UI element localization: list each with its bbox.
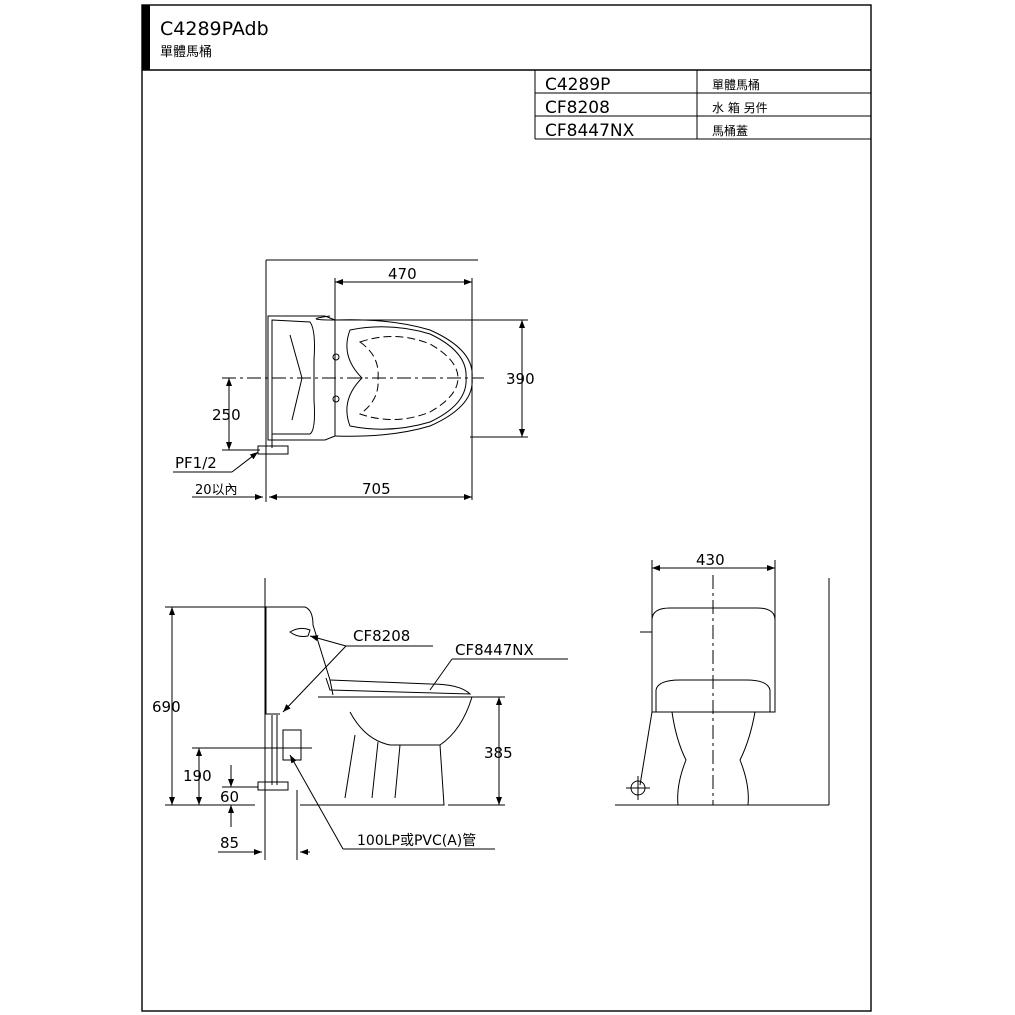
dim-width: 390 <box>506 370 535 388</box>
part-code: CF8208 <box>545 98 610 118</box>
dim-supply-height: 190 <box>183 767 212 785</box>
dim-valve-height: 60 <box>220 788 239 806</box>
part-code: C4289P <box>545 75 610 95</box>
dim-wall-offset: 85 <box>220 834 239 852</box>
parts-table: C4289P 單體馬桶 CF8208 水 箱 另件 CF8447NX 馬桶蓋 <box>534 70 871 141</box>
dim-front-width: 430 <box>696 551 725 569</box>
label-pipe: 100LP或PVC(A)管 <box>357 833 476 849</box>
sheet-border <box>141 4 872 1012</box>
front-view: 430 <box>615 551 830 806</box>
top-view: 470 390 250 PF1/2 20以內 705 <box>173 259 535 502</box>
part-code: CF8447NX <box>545 121 635 141</box>
wall-gap-label: 20以內 <box>195 483 238 498</box>
model-name: 單體馬桶 <box>160 45 212 60</box>
part-desc: 馬桶蓋 <box>712 123 748 138</box>
dim-total-length: 705 <box>362 480 391 498</box>
model-title: C4289PAdb <box>160 18 269 40</box>
side-view: 690 385 190 60 85 CF8208 CF8447NX 100LP或… <box>152 578 568 860</box>
label-seat: CF8447NX <box>455 641 534 659</box>
dim-seat-length: 470 <box>388 265 417 283</box>
label-tank-fitting: CF8208 <box>353 627 410 645</box>
dim-height: 690 <box>152 698 181 716</box>
dim-supply-offset: 250 <box>212 406 241 424</box>
dim-seat-height: 385 <box>484 744 513 762</box>
part-desc: 單體馬桶 <box>712 77 760 92</box>
part-desc: 水 箱 另件 <box>712 100 768 115</box>
supply-label: PF1/2 <box>175 454 217 472</box>
title-bar-accent <box>142 5 150 70</box>
